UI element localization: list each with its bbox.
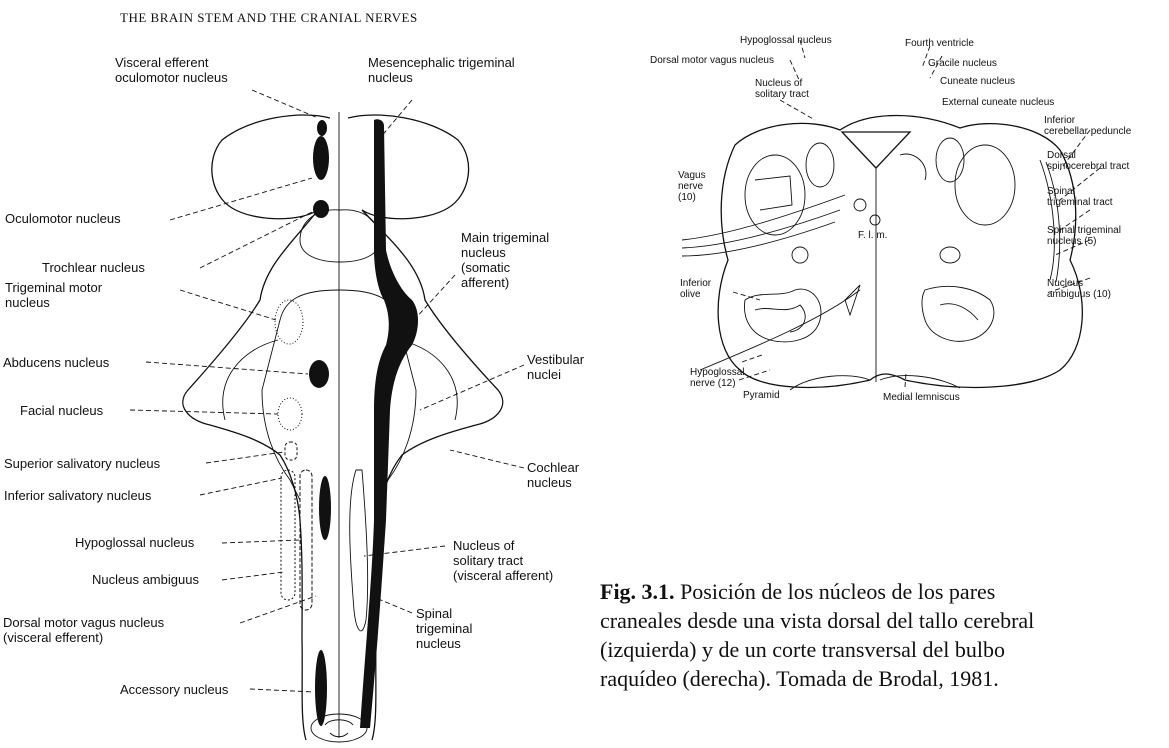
abducens-nucleus-mark — [309, 360, 329, 388]
leader-lines — [130, 90, 524, 692]
label-oculomotor: Oculomotor nucleus — [5, 211, 121, 226]
label-mesencephalic-trigeminal: Mesencephalic trigeminal nucleus — [368, 55, 515, 85]
label-r-spinal-trigeminal-nucleus: Spinal trigeminal nucleus (5) — [1047, 225, 1121, 247]
superior-salivatory-mark — [285, 442, 297, 460]
facial-nucleus-mark — [278, 398, 302, 430]
label-r-cuneate: Cuneate nucleus — [940, 76, 1015, 87]
label-trochlear: Trochlear nucleus — [42, 260, 145, 275]
label-r-inferior-cerebellar: Inferior cerebellar peduncle — [1044, 115, 1131, 137]
label-cochlear: Cochlear nucleus — [527, 460, 579, 490]
label-superior-salivatory: Superior salivatory nucleus — [4, 456, 160, 471]
label-abducens: Abducens nucleus — [3, 355, 109, 370]
label-r-flm: F. l. m. — [858, 230, 887, 241]
label-r-solitary: Nucleus of solitary tract — [755, 78, 809, 100]
label-r-medial-lemniscus: Medial lemniscus — [883, 392, 960, 403]
figure-caption: Fig. 3.1. Posición de los núcleos de los… — [600, 577, 1169, 693]
label-solitary-tract: Nucleus of solitary tract (visceral affe… — [453, 538, 553, 583]
dorsal-motor-vagus-mark — [319, 476, 331, 540]
visceral-efferent-oculomotor-nucleus — [317, 120, 327, 136]
label-r-dorsal-motor-vagus: Dorsal motor vagus nucleus — [650, 55, 774, 66]
oculomotor-nucleus-mark — [313, 136, 329, 180]
trigeminal-column-mark — [360, 119, 418, 728]
label-dorsal-motor-vagus: Dorsal motor vagus nucleus (visceral eff… — [3, 615, 164, 645]
medulla-section-diagram — [682, 40, 1100, 390]
label-r-external-cuneate: External cuneate nucleus — [942, 97, 1054, 108]
label-facial: Facial nucleus — [20, 403, 103, 418]
label-r-spinal-trigeminal-tract: Spinal trigeminal tract — [1047, 186, 1113, 208]
label-r-hypoglossal-nucleus: Hypoglossal nucleus — [740, 35, 832, 46]
label-r-inferior-olive: Inferior olive — [680, 278, 711, 300]
label-trigeminal-motor: Trigeminal motor nucleus — [5, 280, 102, 310]
label-r-gracile: Gracile nucleus — [928, 58, 997, 69]
label-r-nucleus-ambiguus: Nucleus ambiguus (10) — [1047, 278, 1111, 300]
label-main-trigeminal: Main trigeminal nucleus (somatic afferen… — [461, 230, 549, 290]
label-r-hypoglossal-nerve: Hypoglossal nerve (12) — [690, 367, 744, 389]
caption-line-4: raquídeo (derecha). Tomada de Brodal, 19… — [600, 664, 1169, 693]
label-r-pyramid: Pyramid — [743, 390, 780, 401]
trochlear-nucleus-mark — [313, 200, 329, 218]
label-r-dorsal-spinocerebral: Dorsal spinocerebral tract — [1047, 150, 1129, 172]
label-visceral-efferent-oculomotor: Visceral efferent oculomotor nucleus — [115, 55, 228, 85]
label-inferior-salivatory: Inferior salivatory nucleus — [4, 488, 151, 503]
label-accessory: Accessory nucleus — [120, 682, 228, 697]
label-ambiguus: Nucleus ambiguus — [92, 572, 199, 587]
label-r-fourth-ventricle: Fourth ventricle — [905, 38, 974, 49]
ambiguus-mark — [281, 470, 295, 600]
label-hypoglossal: Hypoglossal nucleus — [75, 535, 194, 550]
label-vestibular: Vestibular nuclei — [527, 352, 584, 382]
caption-line-2: craneales desde una vista dorsal del tal… — [600, 606, 1169, 635]
caption-line-1: Posición de los núcleos de los pares — [675, 579, 996, 604]
nuclei — [275, 119, 418, 728]
label-spinal-trigeminal: Spinal trigeminal nucleus — [416, 606, 472, 651]
accessory-nucleus-mark — [315, 650, 327, 726]
caption-line-3: (izquierda) y de un corte transversal de… — [600, 635, 1169, 664]
caption-figure-number: Fig. 3.1. — [600, 579, 675, 604]
label-r-vagus-nerve: Vagus nerve (10) — [678, 170, 706, 203]
